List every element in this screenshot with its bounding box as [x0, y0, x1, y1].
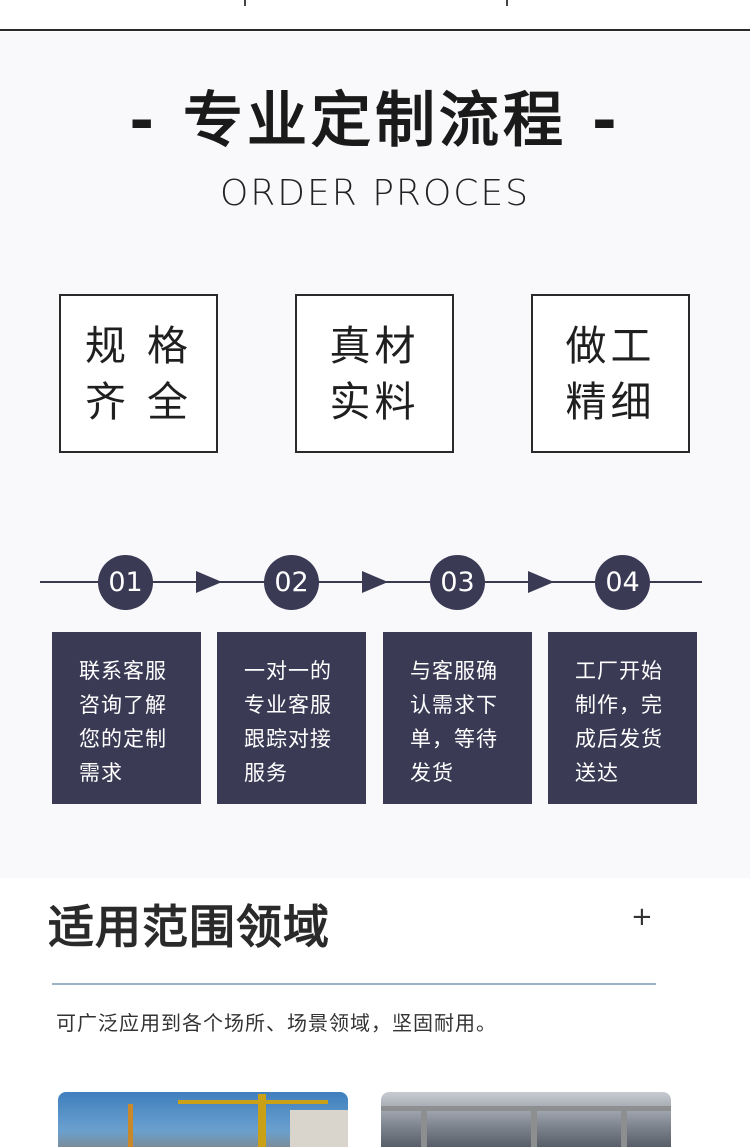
step-card-order: 与客服确 认需求下 单，等待 发货 [383, 632, 532, 804]
step-text: 跟踪对接 [244, 727, 332, 751]
step-text: 一对一的 [244, 659, 332, 683]
construction-site-image [58, 1092, 348, 1147]
top-divider [0, 0, 750, 32]
step-text: 发货 [410, 761, 454, 785]
plus-icon: + [631, 902, 653, 932]
step-text: 送达 [575, 761, 619, 785]
crane-mast [258, 1094, 266, 1147]
step-text: 咨询了解 [79, 693, 167, 717]
divider-tick [244, 0, 246, 6]
step-card-production: 工厂开始 制作，完 成后发货 送达 [548, 632, 697, 804]
feature-line: 做工 [565, 321, 656, 370]
step-text: 与客服确 [410, 659, 498, 683]
step-text: 联系客服 [79, 659, 167, 683]
feature-line: 实料 [329, 377, 420, 426]
feature-line: 真材 [329, 321, 420, 370]
feature-line: 规 格 [84, 321, 193, 370]
crane-mast [128, 1104, 133, 1147]
process-subtitle: ORDER PROCES [219, 173, 531, 214]
scope-title: 适用范围领域 [48, 900, 330, 954]
step-text: 您的定制 [79, 727, 167, 751]
factory-beam [381, 1106, 671, 1111]
divider-line [0, 29, 750, 31]
step-card-contact: 联系客服 咨询了解 您的定制 需求 [52, 632, 201, 804]
step-number-badge: 04 [595, 555, 650, 610]
step-text: 专业客服 [244, 693, 332, 717]
feature-box-material: 真材 实料 [295, 294, 454, 453]
step-text: 成后发货 [575, 727, 663, 751]
feature-line: 齐 全 [84, 377, 193, 426]
process-title: - 专业定制流程 - [129, 86, 621, 156]
factory-floor-image [381, 1092, 671, 1147]
arrow-right-icon [362, 571, 388, 593]
feature-box-craft: 做工 精细 [531, 294, 690, 453]
step-text: 认需求下 [410, 693, 498, 717]
feature-box-spec: 规 格 齐 全 [59, 294, 218, 453]
factory-column [621, 1111, 627, 1147]
step-text: 需求 [79, 761, 123, 785]
factory-column [531, 1111, 537, 1147]
divider-tick [506, 0, 508, 6]
arrow-right-icon [528, 571, 554, 593]
step-number-badge: 02 [264, 555, 319, 610]
step-text: 单，等待 [410, 727, 498, 751]
scope-divider [52, 983, 656, 985]
step-text: 工厂开始 [575, 659, 663, 683]
scope-description: 可广泛应用到各个场所、场景领域，坚固耐用。 [56, 1011, 497, 1035]
step-card-service: 一对一的 专业客服 跟踪对接 服务 [217, 632, 366, 804]
feature-line: 精细 [565, 377, 656, 426]
step-text: 服务 [244, 761, 288, 785]
crane-jib [178, 1100, 328, 1104]
building-block [290, 1110, 348, 1147]
step-text: 制作，完 [575, 693, 663, 717]
step-number-badge: 03 [430, 555, 485, 610]
step-number-badge: 01 [98, 555, 153, 610]
arrow-right-icon [196, 571, 222, 593]
factory-column [421, 1111, 427, 1147]
